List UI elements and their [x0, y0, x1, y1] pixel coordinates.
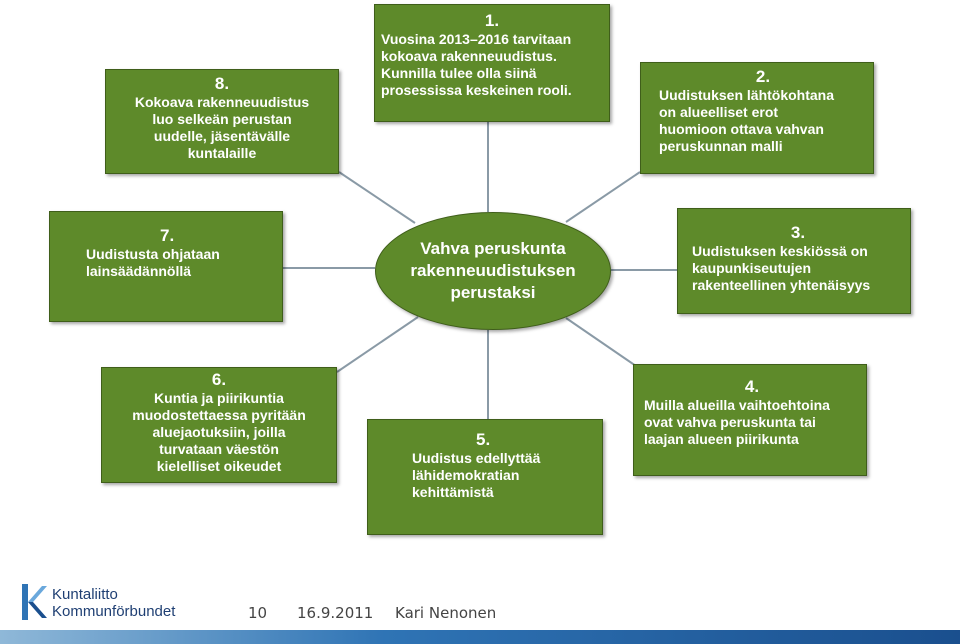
node-text: Kuntia ja piirikuntia muodostettaessa py… [132, 390, 306, 474]
slide-number: 10 [248, 604, 268, 622]
connectors [283, 122, 677, 419]
connector-4 [565, 317, 637, 367]
node-number: 8. [214, 74, 230, 93]
logo-line-2: Kommunförbundet [52, 603, 176, 620]
footer-bar [0, 630, 960, 644]
node-number: 1. [484, 11, 500, 30]
node-text: Uudistuksen keskiössä on kaupunkiseutuje… [692, 243, 871, 293]
node-text: Uudistusta ohjataan lainsäädännöllä [86, 246, 220, 279]
connector-2 [565, 171, 641, 223]
slide-date: 16.9.2011 [297, 604, 374, 622]
node-number: 5. [476, 430, 491, 449]
kuntaliitto-logo: Kuntaliitto Kommunförbundet [18, 582, 218, 624]
node-number: 6. [211, 370, 227, 389]
kuntaliitto-logo-icon [22, 584, 47, 620]
node-5: 5. Uudistus edellyttää lähidemokratian k… [367, 419, 603, 535]
logo-line-1: Kuntaliitto [52, 586, 118, 603]
node-text: Kokoava rakenneuudistus luo selkeän peru… [134, 94, 310, 161]
node-6: 6. Kuntia ja piirikuntia muodostettaessa… [101, 367, 337, 483]
node-number: 7. [160, 226, 175, 245]
node-number: 3. [790, 223, 806, 242]
node-text: Muilla alueilla vaihtoehtoina ovat vahva… [644, 397, 830, 447]
node-text: Vuosina 2013–2016 tarvitaan kokoava rake… [381, 31, 572, 98]
node-3: 3. Uudistuksen keskiössä on kaupunkiseut… [677, 208, 911, 314]
node-text: Uudistuksen lähtökohtana on alueelliset … [659, 87, 835, 154]
node-number: 2. [755, 67, 771, 86]
node-text: Uudistus edellyttää lähidemokratian kehi… [412, 450, 541, 500]
node-1: 1. Vuosina 2013–2016 tarvitaan kokoava r… [374, 4, 610, 122]
node-7: 7. Uudistusta ohjataan lainsäädännöllä [49, 211, 283, 322]
node-2: 2. Uudistuksen lähtökohtana on alueellis… [640, 62, 874, 174]
connector-8 [338, 171, 416, 224]
node-8: 8. Kokoava rakenneuudistus luo selkeän p… [105, 69, 339, 174]
node-4: 4. Muilla alueilla vaihtoehtoina ovat va… [633, 364, 867, 476]
node-number: 4. [744, 377, 760, 396]
connector-6 [336, 316, 419, 373]
slide-author: Kari Nenonen [395, 604, 497, 622]
center-node: Vahva peruskunta rakenneuudistuksen peru… [375, 212, 611, 330]
